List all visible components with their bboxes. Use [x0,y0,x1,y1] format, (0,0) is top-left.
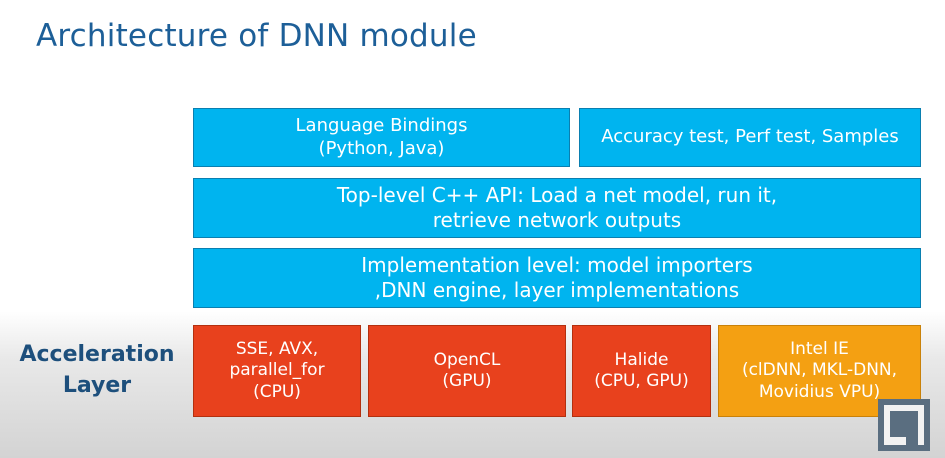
implementation-line2: ,DNN engine, layer implementations [374,278,740,302]
opencl-line1: OpenCL [433,349,501,370]
opencl-line2: (GPU) [442,371,492,391]
video-logo-icon [876,397,932,453]
intel-ie-box: Intel IE (clDNN, MKL-DNN, Movidius VPU) [718,325,921,417]
acceleration-label-line1: Acceleration [19,342,175,367]
halide-box: Halide (CPU, GPU) [572,325,711,417]
top-level-api-line1: Top-level C++ API: Load a net model, run… [336,183,778,207]
language-bindings-title: Language Bindings [295,115,468,136]
intel-ie-line3: Movidius VPU) [758,381,881,402]
opencl-box: OpenCL (GPU) [368,325,566,417]
halide-line1: Halide [614,349,669,370]
cpu-simd-line3: (CPU) [253,381,301,402]
implementation-line1: Implementation level: model importers [361,253,753,277]
language-bindings-box: Language Bindings (Python, Java) [193,108,570,167]
cpu-simd-line2: parallel_for [229,360,325,381]
slide-title: Architecture of DNN module [36,18,477,54]
intel-ie-line2: (clDNN, MKL-DNN, [741,360,898,381]
top-level-api-box: Top-level C++ API: Load a net model, run… [193,178,921,238]
cpu-simd-box: SSE, AVX, parallel_for (CPU) [193,325,361,417]
acceleration-label-line2: Layer [62,372,132,398]
top-level-api-line2: retrieve network outputs [432,208,682,232]
intel-ie-line1: Intel IE [790,339,849,360]
halide-line2: (CPU, GPU) [594,371,689,391]
cpu-simd-line1: SSE, AVX, [235,339,319,360]
implementation-box: Implementation level: model importers ,D… [193,248,921,308]
tests-box: Accuracy test, Perf test, Samples [579,108,921,167]
acceleration-layer-label: Acceleration Layer [8,340,186,402]
language-bindings-subtitle: (Python, Java) [318,137,445,159]
tests-label: Accuracy test, Perf test, Samples [601,126,899,148]
